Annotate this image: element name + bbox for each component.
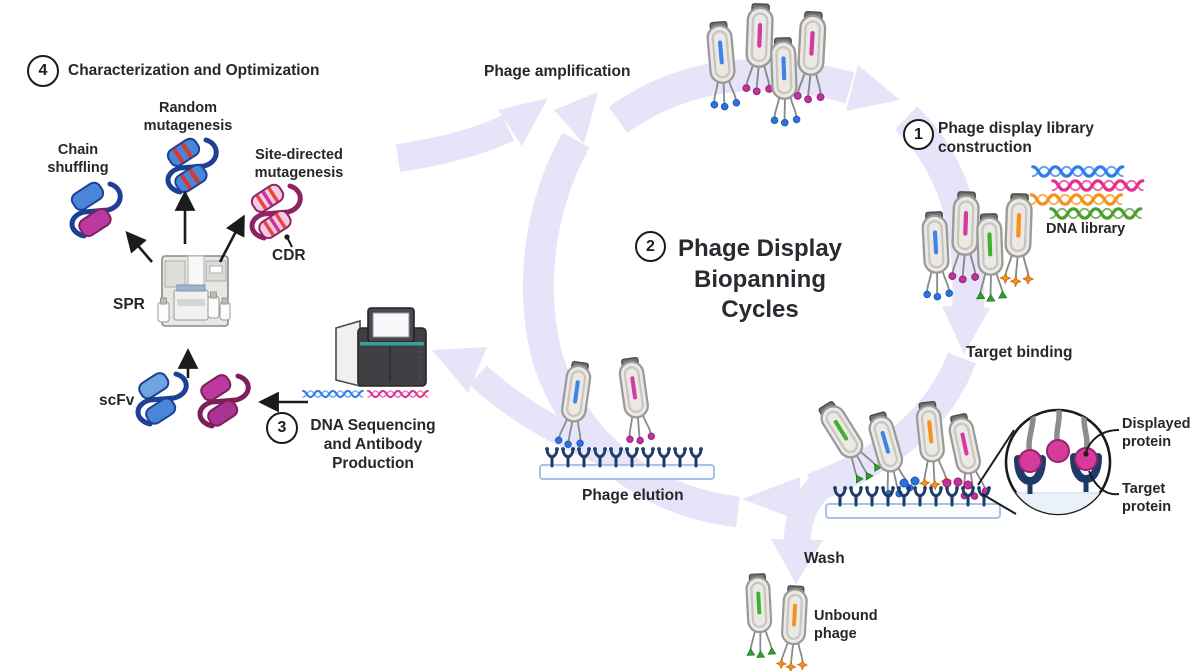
displayed-protein-label: Displayed protein [1122, 416, 1191, 450]
magnifier-lines [977, 429, 1017, 515]
phage-icon [998, 192, 1038, 289]
dna-helix-icon [301, 389, 365, 399]
reagent-bottle-icon [157, 291, 231, 323]
dna-helix-icon [1031, 165, 1125, 178]
callout-pointer-lines [1083, 429, 1120, 496]
step-badge-3: 3 [266, 412, 298, 444]
scfv-blue-antibody-icon [135, 371, 189, 427]
target-binding-station [811, 396, 1001, 519]
cdr-pointer-line [284, 234, 293, 248]
step-badge-1: 1 [903, 119, 934, 150]
target-binding-label: Target binding [966, 344, 1073, 361]
displayed-protein-icon [1018, 439, 1098, 473]
center-title: Phage Display Biopanning Cycles [677, 235, 843, 324]
chain-shuffling-label: Chain shuffling [47, 142, 109, 176]
scfv-pink-antibody-icon [197, 373, 251, 429]
step4-title: Characterization and Optimization [68, 62, 320, 79]
chain-shuffling-antibody-icon [69, 181, 123, 239]
site-directed-mutagenesis-antibody-icon [249, 183, 303, 241]
cdr-label: CDR [272, 247, 306, 264]
dna-helix-icon [366, 389, 430, 399]
dna-helix-icon [1029, 193, 1123, 206]
random-mutagenesis-label: Random mutagenesis [143, 100, 233, 134]
unbound-phage-label: Unbound phage [814, 608, 878, 642]
target-protein-receptor-icon [1014, 453, 1102, 494]
target-protein-label: Target protein [1122, 481, 1172, 515]
step-badge-4: 4 [27, 55, 59, 87]
phage-icon [741, 572, 777, 660]
dna-sequencer-icon [335, 307, 427, 388]
phage-icon [702, 19, 742, 113]
step1-title: Phage display library construction [938, 120, 1094, 156]
step3-title: DNA Sequencing and Antibody Production [310, 417, 436, 472]
scfv-label: scFv [99, 392, 135, 409]
magnifier-circle [1004, 408, 1112, 516]
amplified-phage-group [702, 2, 830, 128]
spr-label: SPR [113, 296, 145, 313]
phage-elution-station [539, 355, 715, 480]
step-badge-2: 2 [635, 231, 666, 262]
phage-amplification-label: Phage amplification [484, 63, 631, 80]
wash-label: Wash [804, 550, 845, 567]
dna-helix-icon [1051, 179, 1145, 192]
random-mutagenesis-antibody-icon [165, 137, 219, 195]
phage-icon [767, 36, 802, 128]
phage-icon [775, 584, 813, 671]
assay-surface [539, 464, 715, 480]
site-directed-mutagenesis-label: Site-directed mutagenesis [254, 147, 344, 181]
assay-surface [825, 503, 1001, 519]
phage-icon [614, 355, 657, 447]
dna-library-group [1029, 165, 1145, 220]
dna-library-label: DNA library [1046, 221, 1126, 237]
dna-helix-icon [1049, 207, 1143, 220]
phage-elution-label: Phage elution [582, 487, 684, 504]
flow-arrows [125, 190, 308, 413]
spr-instrument-icon [157, 255, 231, 327]
